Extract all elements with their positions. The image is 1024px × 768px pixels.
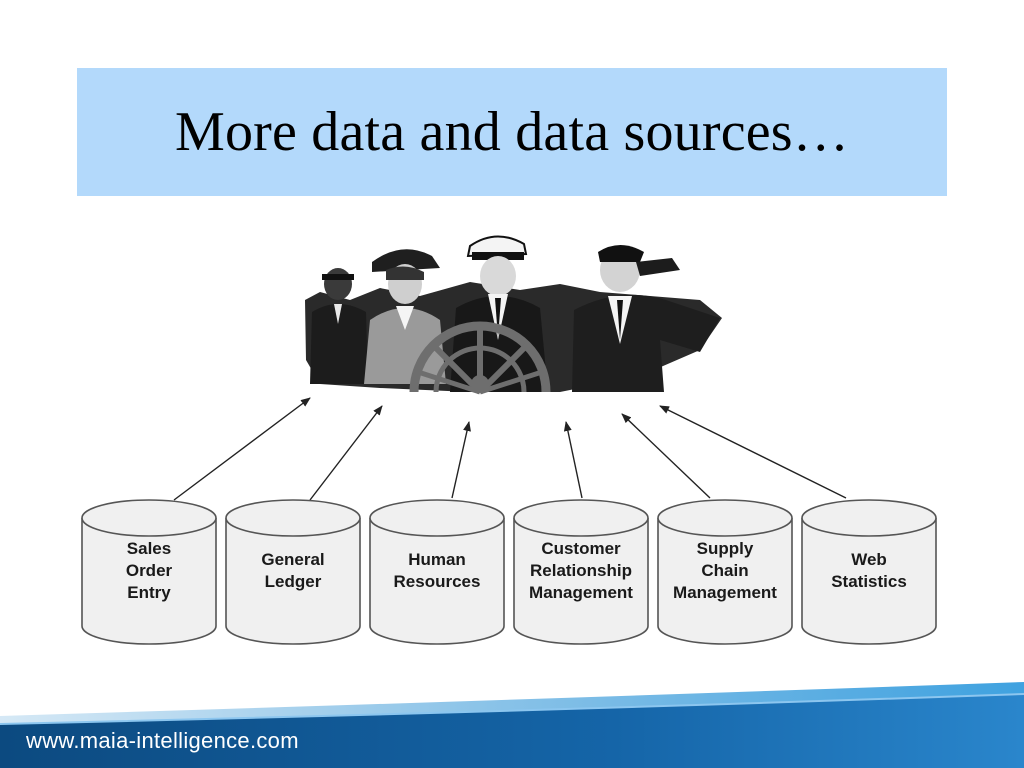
database-label: Supply: [697, 539, 754, 558]
footer-url[interactable]: www.maia-intelligence.com: [26, 728, 299, 753]
arrow-hr: [451, 421, 471, 499]
database-label: Customer: [541, 539, 621, 558]
person-left-icon: [310, 268, 368, 384]
footer-band: [0, 682, 1024, 768]
database-label: Entry: [127, 583, 171, 602]
cylinder-body: [801, 518, 937, 645]
database-label: Chain: [701, 561, 748, 580]
cylinder-body: [657, 518, 793, 645]
cylinder-body: [513, 518, 649, 645]
person-right-icon: [572, 245, 720, 392]
database-label: Human: [408, 550, 466, 569]
database-label: Resources: [394, 572, 481, 591]
arrow-web: [659, 405, 847, 499]
database-label: Statistics: [831, 572, 907, 591]
database-group: SalesOrderEntryGeneralLedgerHumanResourc…: [81, 499, 937, 645]
cylinder-body: [369, 518, 505, 645]
database-label: Sales: [127, 539, 171, 558]
database-label: Management: [673, 583, 777, 602]
database-label: Relationship: [530, 561, 632, 580]
business-team-at-ship-wheel-icon: [305, 235, 722, 395]
cylinder-top: [81, 499, 217, 537]
cylinder-body: [81, 518, 217, 645]
database-label: Order: [126, 561, 173, 580]
cylinder-top: [801, 499, 937, 537]
cylinder-top: [225, 499, 361, 537]
database-label: Web: [851, 550, 887, 569]
cylinder-top: [657, 499, 793, 537]
database-label: General: [261, 550, 324, 569]
database-label: Management: [529, 583, 633, 602]
arrow-crm: [563, 421, 583, 499]
ship-wheel-icon: [409, 321, 551, 395]
arrows: [173, 397, 847, 501]
person-captain-icon: [450, 235, 548, 392]
cylinder-top: [369, 499, 505, 537]
arrow-sales: [173, 397, 311, 501]
cylinder-top: [513, 499, 649, 537]
cylinder-body: [225, 518, 361, 645]
slide-title: More data and data sources…: [174, 101, 850, 163]
person-woman-icon: [364, 249, 446, 384]
title-box: More data and data sources…: [77, 68, 947, 196]
database-label: Ledger: [265, 572, 322, 591]
arrow-scm: [621, 413, 711, 499]
arrow-ledger: [309, 405, 383, 501]
